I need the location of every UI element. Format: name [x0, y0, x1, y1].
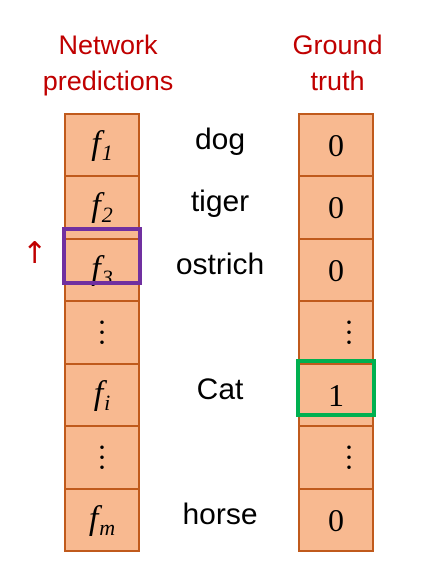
vertical-ellipsis: ···	[344, 430, 354, 484]
prediction-subscript: 3	[101, 264, 113, 290]
prediction-symbol: f3	[91, 249, 113, 290]
truth-value: 0	[328, 189, 344, 226]
prediction-highlight-box	[62, 227, 142, 285]
prediction-cell: f1	[64, 113, 140, 178]
class-label: dog	[194, 123, 246, 156]
class-label: horse	[182, 497, 258, 531]
truth-value: 1	[328, 376, 344, 413]
class-label: Cat	[196, 372, 244, 406]
header-line-1: Ground	[292, 30, 383, 60]
prediction-subscript: 2	[101, 202, 113, 228]
truth-cell: 0	[298, 237, 374, 303]
prediction-cell: fm	[64, 487, 140, 553]
class-label: ostrich	[175, 247, 265, 281]
header-line-2: predictions	[42, 66, 174, 96]
prediction-cell: ···	[64, 425, 140, 491]
truth-value: 0	[328, 251, 344, 288]
truth-value: 0	[328, 126, 344, 163]
prediction-cell: ···	[64, 300, 140, 366]
vertical-ellipsis: ···	[97, 430, 107, 484]
ground-truth-column: 0 0 0 ··· 1 ··· 0	[298, 113, 374, 553]
prediction-subscript: 1	[101, 139, 113, 165]
prediction-symbol: fi	[93, 374, 111, 415]
prediction-symbol: f1	[91, 124, 113, 165]
prediction-column: f1 f2 f3 ··· fi ··· fm	[64, 113, 140, 553]
vertical-ellipsis: ···	[97, 305, 107, 359]
prediction-cell: fi	[64, 362, 140, 428]
truth-value: 0	[328, 501, 344, 538]
truth-cell: 0	[298, 487, 374, 553]
truth-highlight-box	[296, 359, 376, 417]
truth-cell: ···	[298, 425, 374, 491]
prediction-symbol: f2	[91, 187, 113, 228]
header-line-2: truth	[310, 66, 365, 96]
truth-cell: 0	[298, 175, 374, 241]
prediction-subscript: i	[104, 389, 111, 415]
prediction-subscript: m	[99, 514, 116, 540]
prediction-symbol: fm	[88, 499, 116, 540]
vertical-ellipsis: ···	[344, 305, 354, 359]
class-label	[160, 435, 280, 497]
increase-arrow-icon: ↑	[22, 236, 48, 271]
class-label	[160, 310, 280, 372]
header-line-1: Network	[58, 30, 158, 60]
class-label: tiger	[190, 185, 250, 219]
truth-cell: ···	[298, 300, 374, 366]
ground-truth-header: Ground truth	[260, 27, 415, 99]
truth-cell: 0	[298, 113, 374, 178]
network-predictions-header: Network predictions	[18, 27, 198, 99]
